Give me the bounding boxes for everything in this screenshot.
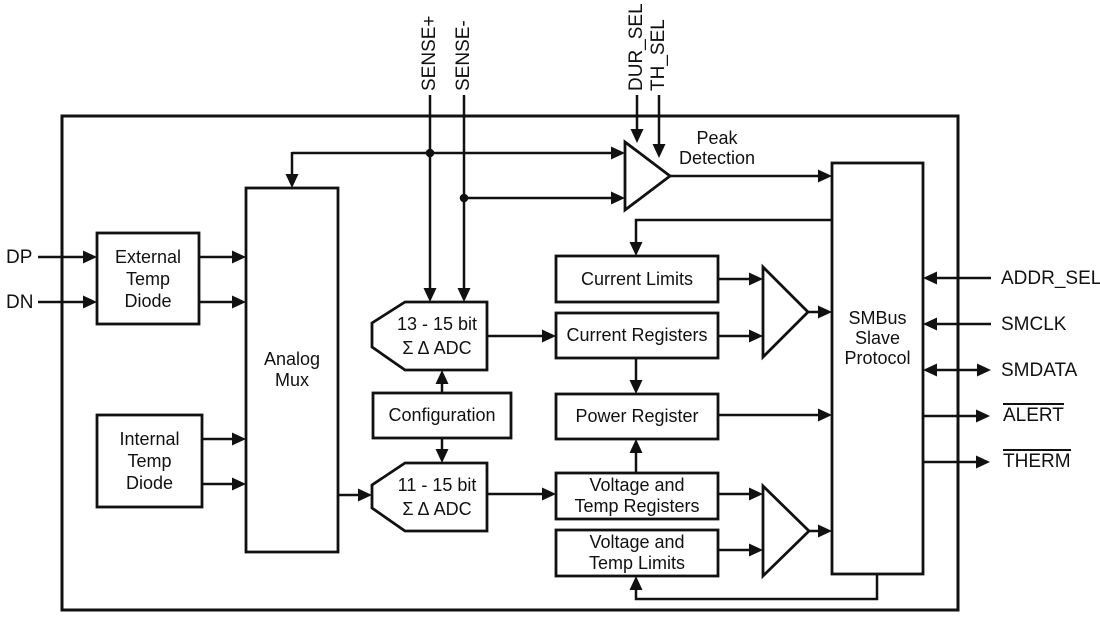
peak-detection-comparator	[623, 139, 673, 213]
arrowhead	[457, 288, 471, 302]
arrowhead	[232, 250, 246, 264]
arrowhead	[652, 144, 666, 158]
arrowhead	[818, 524, 832, 538]
arrowhead	[749, 272, 763, 286]
external-temp-diode-box	[95, 231, 201, 326]
arrowhead	[423, 288, 437, 302]
pin-label-smclk: SMCLK	[1001, 314, 1067, 335]
arrowhead	[818, 169, 832, 183]
voltage-temp-registers-box	[554, 471, 720, 521]
pin-label-dn: DN	[6, 292, 34, 313]
chip-boundary	[60, 114, 960, 612]
smbus-slave-protocol-box	[830, 161, 925, 576]
arrowhead	[358, 488, 372, 502]
voltage-temp-comparator	[761, 482, 812, 580]
pin-label-alert: ALERT	[1003, 403, 1064, 425]
current-comparator	[761, 263, 810, 361]
arrowhead	[977, 363, 991, 377]
pin-label-sense-minus: SENSE-	[453, 20, 474, 91]
pin-label-dp: DP	[6, 247, 33, 268]
arrowhead	[83, 250, 97, 264]
arrowhead	[83, 295, 97, 309]
adc-voltage-shape	[370, 461, 489, 533]
configuration-box	[371, 391, 513, 440]
arrowhead	[923, 271, 937, 285]
pin-label-sense-plus: SENSE+	[419, 15, 440, 91]
arrowhead	[232, 432, 246, 446]
arrowhead	[542, 329, 556, 343]
junction-dot	[459, 193, 469, 203]
arrowhead	[285, 174, 299, 188]
connector-line	[634, 574, 879, 601]
arrowhead	[976, 455, 990, 469]
arrowhead	[435, 370, 449, 384]
arrowhead	[611, 191, 625, 205]
arrowhead	[818, 305, 832, 319]
analog-mux-box	[244, 186, 340, 554]
arrowhead	[749, 543, 763, 557]
arrowhead	[749, 487, 763, 501]
arrowhead	[232, 295, 246, 309]
pin-label-addr-sel: ADDR_SEL	[1001, 268, 1100, 289]
arrowhead	[232, 477, 246, 491]
arrowhead	[923, 363, 937, 377]
internal-temp-diode-box	[95, 413, 204, 509]
pin-label-smdata: SMDATA	[1001, 360, 1078, 381]
arrowhead	[629, 380, 643, 394]
arrowhead	[629, 439, 643, 453]
arrowhead	[629, 576, 643, 590]
pin-label-dur-sel: DUR_SEL	[626, 3, 647, 91]
pin-label-therm: THERM	[1003, 449, 1071, 471]
current-limits-box	[554, 254, 720, 304]
arrowhead	[923, 317, 937, 331]
active-low-overline: THERM	[1003, 449, 1071, 472]
arrowhead	[435, 449, 449, 463]
junction-dot	[425, 148, 435, 158]
power-register-box	[554, 392, 720, 441]
arrowhead	[630, 129, 644, 143]
arrowhead	[629, 242, 643, 256]
adc-current-shape	[370, 300, 489, 372]
arrowhead	[542, 487, 556, 501]
arrowhead	[749, 329, 763, 343]
pin-label-th-sel: TH_SEL	[648, 19, 669, 91]
arrowhead	[818, 408, 832, 422]
active-low-overline: ALERT	[1003, 403, 1064, 426]
voltage-temp-limits-box	[554, 528, 720, 578]
current-registers-box	[554, 311, 720, 360]
arrowhead	[976, 409, 990, 423]
arrowhead	[611, 146, 625, 160]
connector-line	[634, 218, 832, 244]
